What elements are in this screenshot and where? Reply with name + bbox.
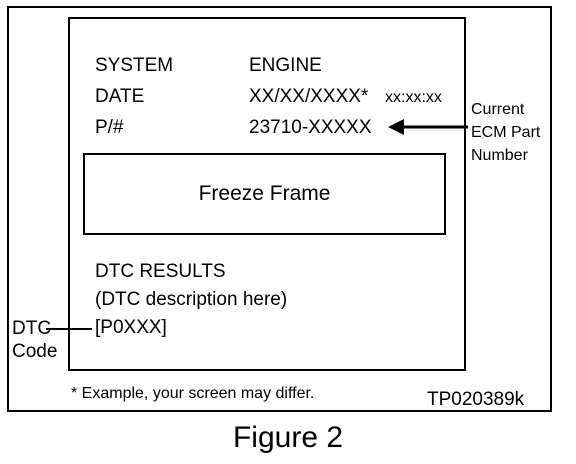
figure-id: TP020389k <box>427 389 525 410</box>
dtc-description: (DTC description here) <box>95 289 288 310</box>
ecm-part-callout-line2: ECM Part <box>471 124 541 141</box>
date-label: DATE <box>95 86 145 107</box>
date-value: XX/XX/XXXX* <box>249 86 369 107</box>
freeze-frame-label: Freeze Frame <box>198 182 331 205</box>
time-value: xx:xx:xx <box>385 89 442 106</box>
dtc-code-value: [P0XXX] <box>95 317 167 338</box>
figure-caption: Figure 2 <box>232 421 344 454</box>
ecm-part-callout-line3: Number <box>471 147 528 164</box>
ecm-part-arrowhead <box>388 119 404 135</box>
figure-frame <box>7 6 552 412</box>
system-label: SYSTEM <box>95 55 174 76</box>
freeze-frame-box: Freeze Frame <box>83 153 446 235</box>
system-value: ENGINE <box>249 55 322 76</box>
part-number-label: P/# <box>95 117 124 138</box>
dtc-code-callout-line1: DTC <box>12 318 52 339</box>
dtc-results-label: DTC RESULTS <box>95 261 226 282</box>
consult-screen <box>68 17 466 371</box>
ecm-part-callout-line1: Current <box>471 101 525 118</box>
dtc-code-callout-line2: Code <box>12 341 58 362</box>
part-number-value: 23710-XXXXX <box>249 117 372 138</box>
footnote: * Example, your screen may differ. <box>71 385 315 402</box>
